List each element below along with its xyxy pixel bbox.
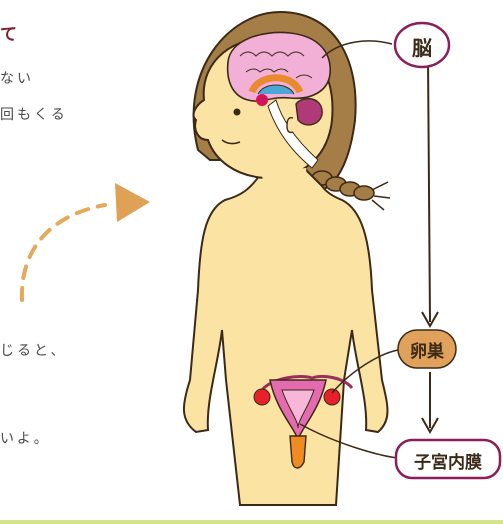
eye <box>234 109 241 116</box>
ear <box>287 118 293 133</box>
label-brain: 脳 <box>395 32 449 61</box>
ovary-right <box>324 389 340 405</box>
neck <box>262 168 308 200</box>
ovary-left <box>254 389 270 405</box>
label-ovary: 卵巣 <box>398 337 456 362</box>
bottom-divider <box>0 520 503 524</box>
arrow-brain-to-ovary <box>428 58 430 322</box>
label-endometrium: 子宮内膜 <box>396 448 500 473</box>
hypothalamus <box>256 94 268 106</box>
cerebellum <box>296 99 322 125</box>
body <box>184 170 388 505</box>
cervix <box>290 436 306 468</box>
